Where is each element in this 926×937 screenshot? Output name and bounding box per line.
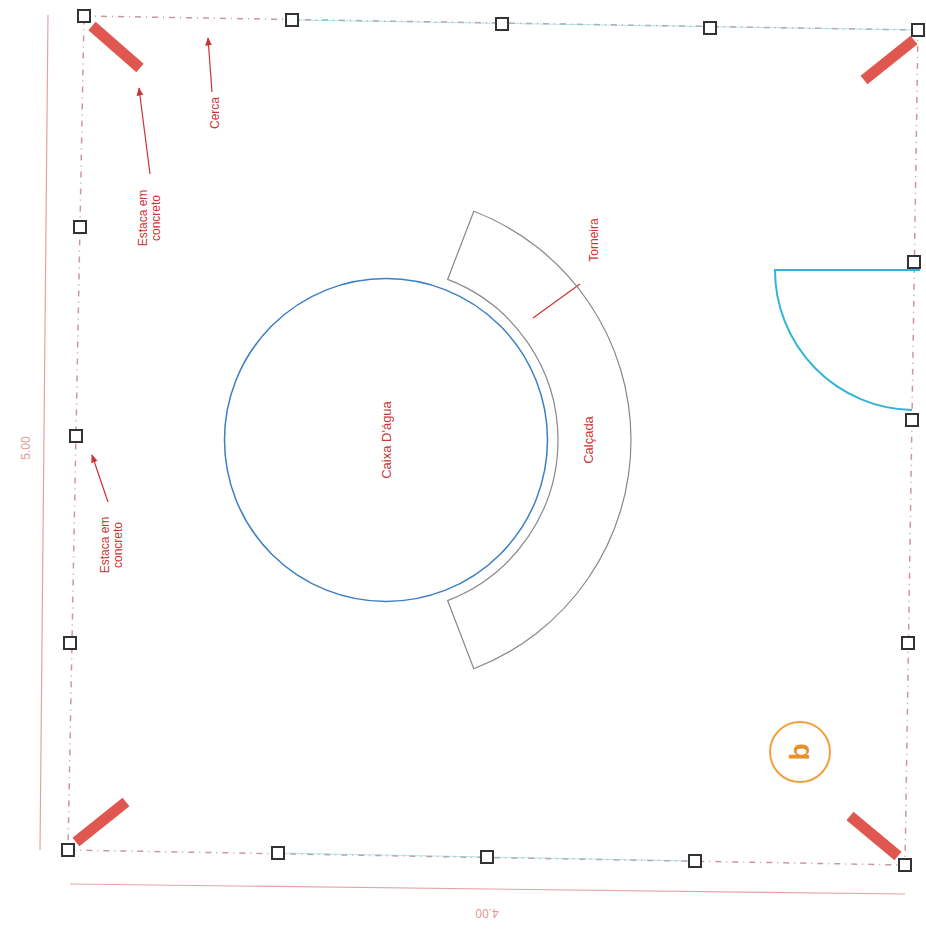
dimension-label: 5.00 <box>20 436 33 459</box>
outline-circle <box>770 722 830 782</box>
post <box>70 430 82 442</box>
node-text: b <box>784 743 816 760</box>
post <box>272 847 284 859</box>
stake <box>850 816 898 856</box>
dimension-line <box>40 15 48 850</box>
dimension-line <box>70 884 905 894</box>
fence-line <box>68 16 918 865</box>
sidewalk-band: Calçada <box>440 190 640 690</box>
callout-circle: b <box>768 720 832 784</box>
leader-line <box>208 38 212 92</box>
fence-label: Cerca <box>209 97 222 129</box>
post <box>62 844 74 856</box>
stake-label: Estaca em concreto <box>99 508 124 583</box>
post <box>78 10 90 22</box>
leader-lines <box>92 38 580 502</box>
post <box>64 637 76 649</box>
leader-line <box>533 284 580 318</box>
water-tank: Caixa D'água <box>223 277 549 603</box>
gate-swing <box>775 270 920 410</box>
post <box>481 851 493 863</box>
dimension-label: 4.00 <box>475 907 498 920</box>
leader-line <box>92 455 108 502</box>
post <box>899 859 911 871</box>
node-text: Calçada <box>581 416 596 464</box>
concrete-stakes <box>76 26 914 856</box>
post <box>704 22 716 34</box>
post <box>912 24 924 36</box>
node-text: Caixa D'água <box>379 401 394 479</box>
node-outline <box>440 190 640 690</box>
post <box>496 18 508 30</box>
post <box>689 855 701 867</box>
outline-band <box>448 211 631 668</box>
post <box>286 14 298 26</box>
fence-posts <box>62 10 924 871</box>
leader-line <box>139 88 150 174</box>
stake <box>76 802 126 842</box>
tap-label: Torneira <box>588 218 601 261</box>
stake-label: Estaca em concreto <box>137 181 162 256</box>
fence-line <box>292 20 918 30</box>
post <box>74 221 86 233</box>
post <box>902 637 914 649</box>
stake <box>864 40 914 80</box>
post <box>908 256 920 268</box>
stake <box>92 26 140 68</box>
outline-circle <box>225 279 548 602</box>
post <box>906 414 918 426</box>
